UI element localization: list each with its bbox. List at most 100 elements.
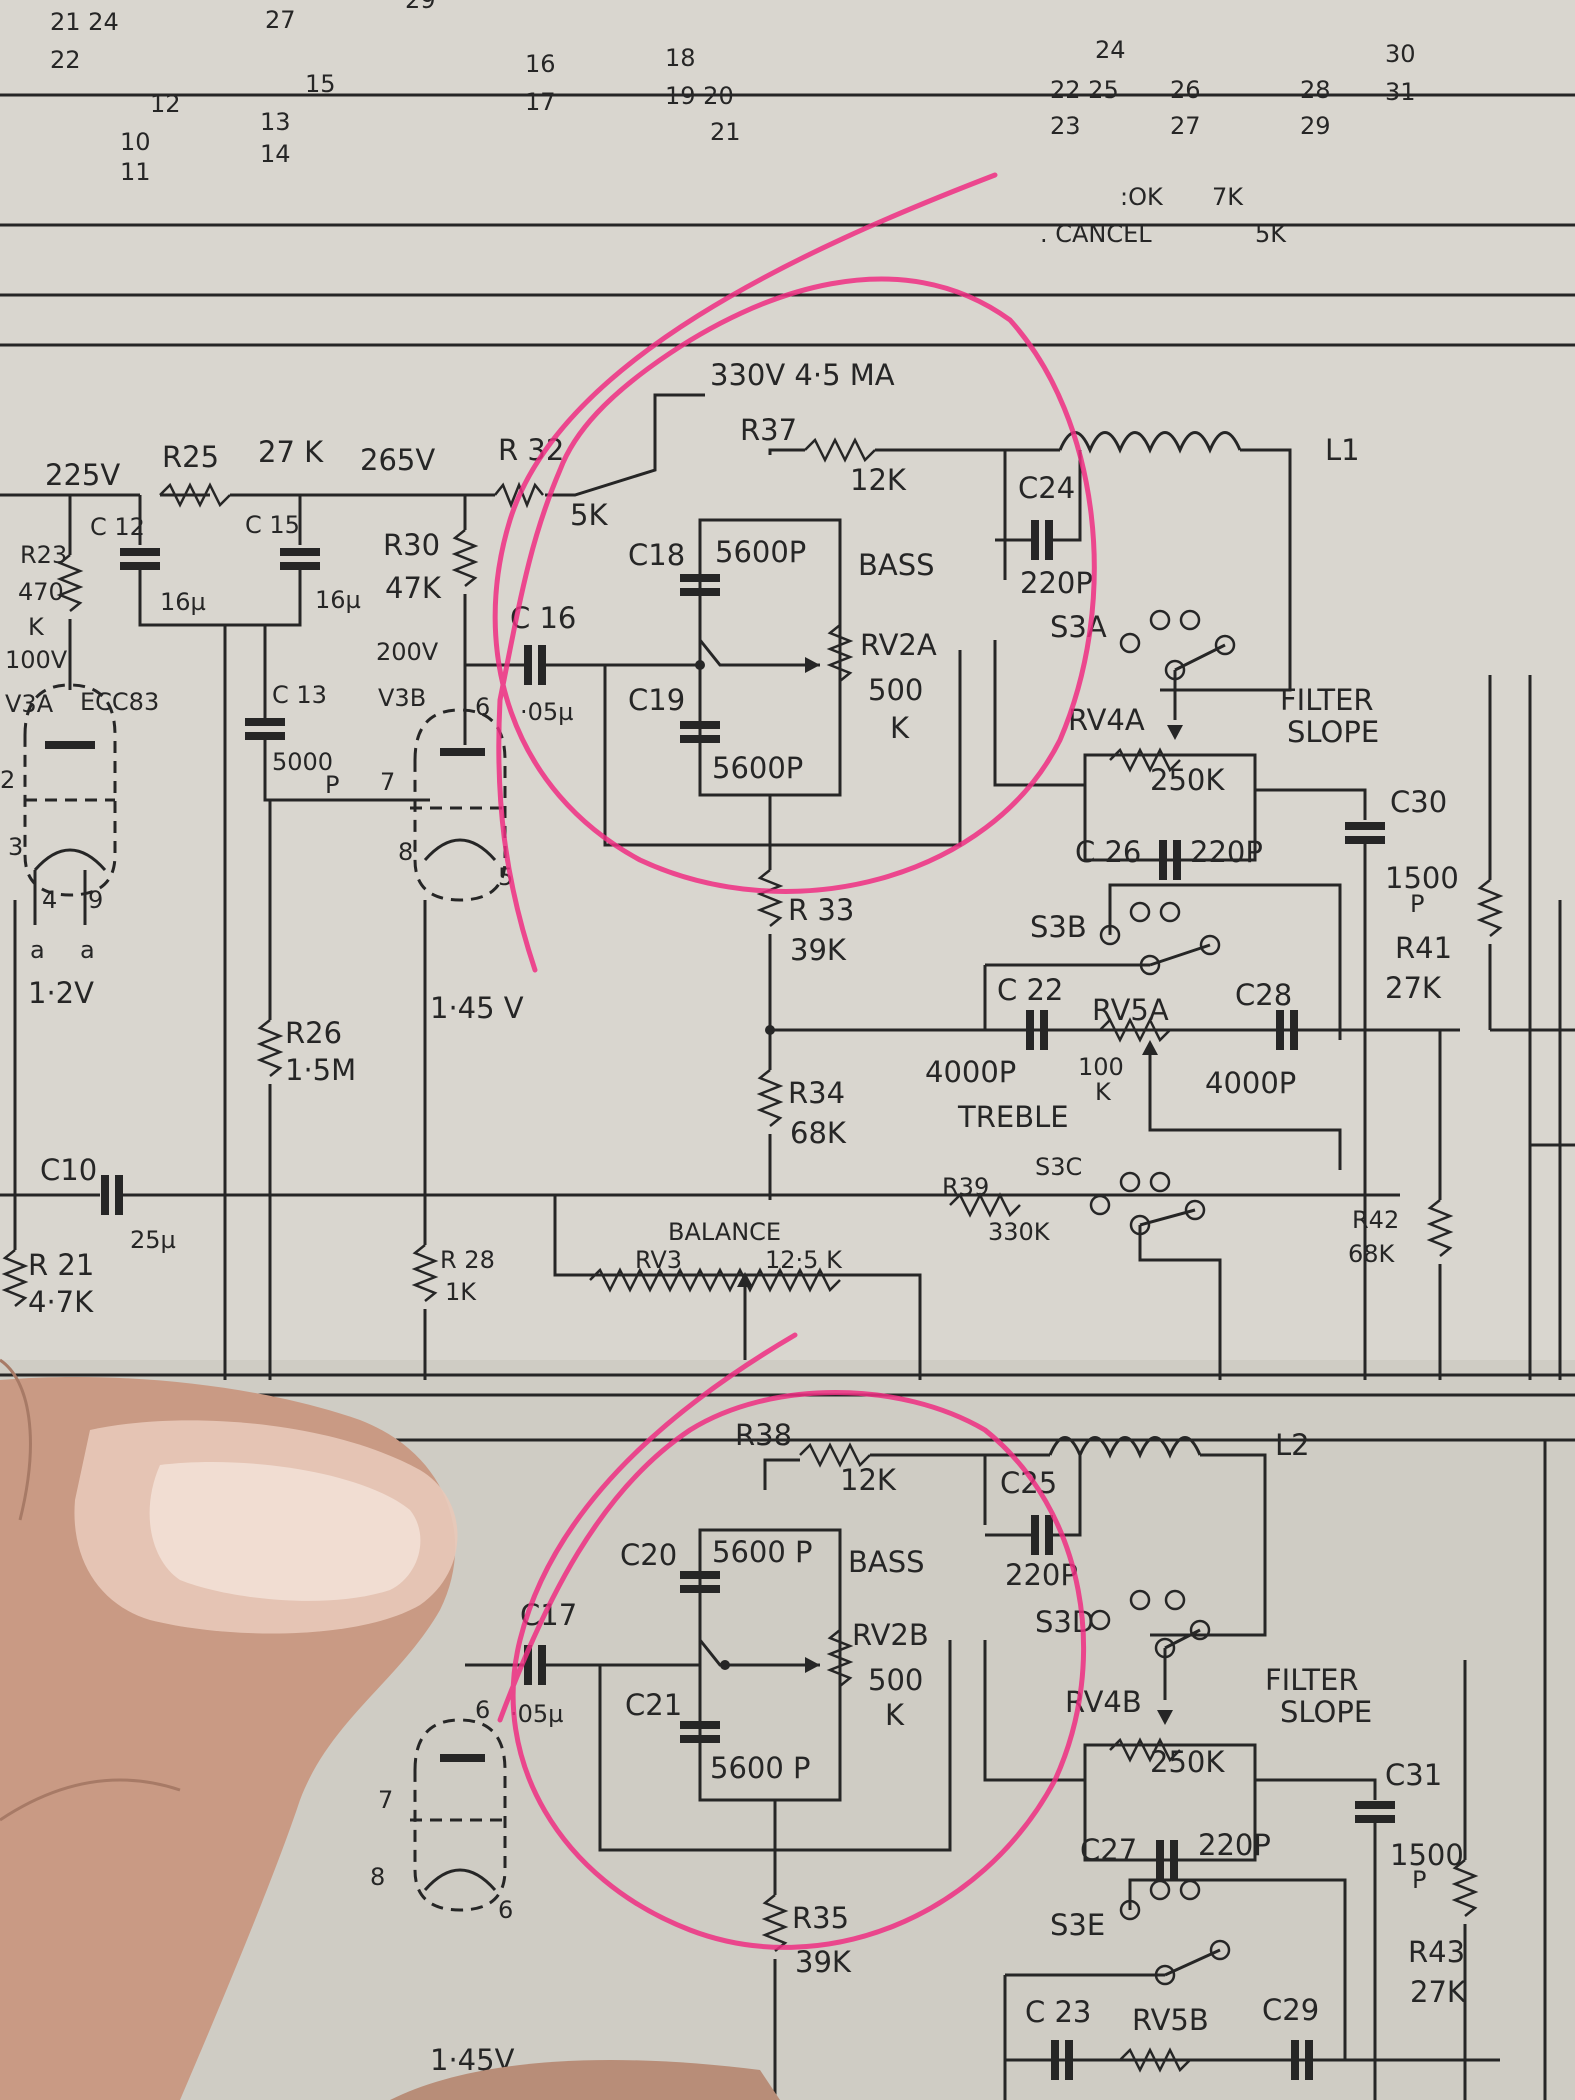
r28-resistor <box>411 1244 439 1302</box>
c17-value: ·05µ <box>510 1700 563 1728</box>
v3b-label: V3B <box>378 684 426 712</box>
rv5a-potentiometer <box>1099 1017 1171 1043</box>
pin-a2: a <box>80 936 95 964</box>
rv4a-potentiometer <box>1109 747 1181 773</box>
r41-label: R41 <box>1395 931 1452 965</box>
r21-value: 4·7K <box>28 1285 94 1319</box>
c19-label: C19 <box>628 683 685 717</box>
r30-value: 47K <box>385 571 442 605</box>
pin-7-lower: 7 <box>378 1786 393 1814</box>
c13-label: C 13 <box>272 681 327 709</box>
upper-channel-wiring <box>0 393 1575 1397</box>
r33-value: 39K <box>790 933 847 967</box>
lower-finger-edge <box>390 2060 780 2100</box>
r43-value: 27K <box>1410 1975 1467 2009</box>
pin-3: 3 <box>8 833 23 861</box>
v1-2-label: 1·2V <box>28 976 94 1010</box>
pin-a1: a <box>30 936 45 964</box>
c15-value: 16µ <box>315 586 361 614</box>
thumb-in-foreground <box>0 1358 458 2100</box>
label-16: 16 <box>525 50 556 78</box>
filter-label: FILTER <box>1280 683 1374 717</box>
r35-value: 39K <box>795 1945 852 1979</box>
c12-label: C 12 <box>90 513 145 541</box>
c24-label: C24 <box>1018 471 1075 505</box>
r23-label: R23 <box>20 541 67 569</box>
rv3-label: RV3 <box>635 1246 682 1274</box>
label-19-20: 19 20 <box>665 82 734 110</box>
rv2a-unit: K <box>890 711 910 745</box>
rv2a-potentiometer <box>826 624 854 682</box>
pin-4: 4 <box>42 886 57 914</box>
rv4a-value: 250K <box>1150 763 1225 797</box>
ecc83-label: ECC83 <box>80 688 159 716</box>
c31-value: 1500 <box>1390 1838 1464 1872</box>
label-14: 14 <box>260 140 291 168</box>
s3c-label: S3C <box>1035 1153 1082 1181</box>
r41-resistor <box>1476 879 1504 937</box>
c22-label: C 22 <box>997 973 1063 1007</box>
r43-label: R43 <box>1408 1935 1465 1969</box>
l1-label: L1 <box>1325 433 1360 467</box>
label-23: 23 <box>1050 112 1081 140</box>
upper-labels: 330V 4·5 MA 225V R25 27 K 265V R 32 5K R… <box>0 358 1459 1319</box>
r30-label: R30 <box>383 528 440 562</box>
c20-label: C20 <box>620 1538 677 1572</box>
c30-unit: P <box>1410 890 1424 918</box>
c31-unit: P <box>1412 1866 1426 1894</box>
label-17: 17 <box>525 88 556 116</box>
label-29: 29 <box>405 0 436 14</box>
v200-label: 200V <box>376 638 439 666</box>
r26-resistor <box>256 1019 284 1077</box>
marker-circle-upper <box>492 172 1097 973</box>
c13-value: 5000 <box>272 748 333 776</box>
rv2a-label: RV2A <box>860 628 937 662</box>
rv4a-label: RV4A <box>1068 703 1145 737</box>
r43-resistor <box>1451 1859 1479 1917</box>
c26-label: C 26 <box>1075 835 1141 869</box>
marker-circle-lower <box>497 1332 1087 1950</box>
slope-label-lower: SLOPE <box>1280 1695 1372 1729</box>
c18-label: C18 <box>628 538 685 572</box>
rv2b-label: RV2B <box>852 1618 929 1652</box>
c23-label: C 23 <box>1025 1995 1091 2029</box>
pin-7: 7 <box>380 768 395 796</box>
r34-resistor <box>756 1069 784 1127</box>
filter-label-lower: FILTER <box>1265 1663 1359 1697</box>
lower-channel-wiring <box>375 1436 1575 2100</box>
r23-resistor <box>56 554 84 612</box>
r38-label: R38 <box>735 1418 792 1452</box>
label-10: 10 <box>120 128 151 156</box>
r21-label: R 21 <box>28 1248 94 1282</box>
rv5a-unit: K <box>1095 1078 1112 1106</box>
s3b-label: S3B <box>1030 910 1087 944</box>
c24-value: 220P <box>1020 566 1093 600</box>
c31-label: C31 <box>1385 1758 1442 1792</box>
balance-label: BALANCE <box>668 1218 781 1246</box>
supply-label: 330V 4·5 MA <box>710 358 895 392</box>
r34-label: R34 <box>788 1076 845 1110</box>
slope-label: SLOPE <box>1287 715 1379 749</box>
l2-label: L2 <box>1275 1428 1310 1462</box>
c26-value: 220P <box>1190 835 1263 869</box>
c27-value: 220P <box>1198 1828 1271 1862</box>
label-27: 27 <box>265 6 296 34</box>
label-18: 18 <box>665 44 696 72</box>
c25-value: 220P <box>1005 1558 1078 1592</box>
c30-label: C30 <box>1390 785 1447 819</box>
c13-unit: P <box>325 771 339 799</box>
r41-value: 27K <box>1385 971 1442 1005</box>
r26-value: 1·5M <box>285 1053 356 1087</box>
r25-label: R25 <box>162 440 219 474</box>
r23-unit: K <box>28 613 45 641</box>
r39-label: R39 <box>942 1173 989 1201</box>
bass-label: BASS <box>858 548 935 582</box>
r28-label: R 28 <box>440 1246 495 1274</box>
c12-value: 16µ <box>160 588 206 616</box>
label-12: 12 <box>150 90 181 118</box>
label-29b: 29 <box>1300 112 1331 140</box>
r25-value: 27 K <box>258 435 324 469</box>
label-26: 26 <box>1170 76 1201 104</box>
